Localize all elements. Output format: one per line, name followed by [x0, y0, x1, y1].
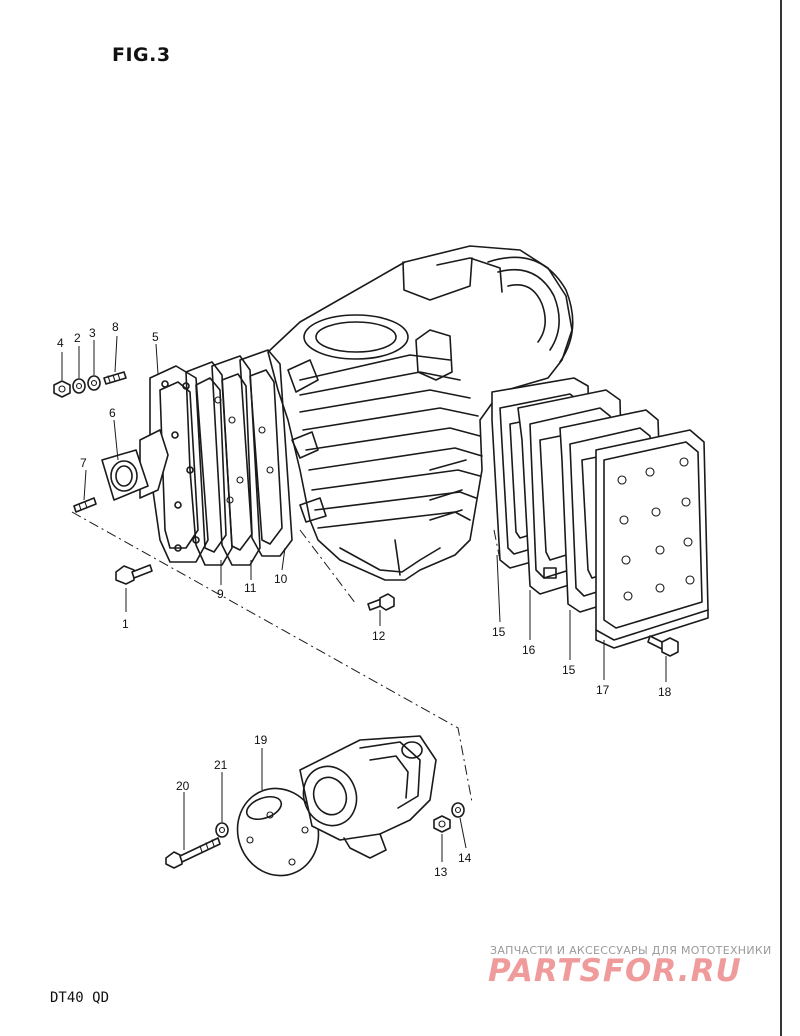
callout-11: 11 — [244, 581, 257, 595]
page-edge-line — [780, 0, 782, 1036]
cylinder-block — [267, 245, 574, 581]
housing-fasteners — [165, 802, 465, 869]
nuts-washers-studs — [53, 371, 153, 585]
bolt-18 — [647, 635, 679, 657]
callout-17: 17 — [596, 683, 610, 697]
left-gasket-stack — [185, 349, 293, 566]
callout-13: 13 — [434, 865, 448, 879]
callout-2: 2 — [74, 331, 81, 345]
thermostat-housing — [236, 735, 437, 877]
model-label: DT40 QD — [50, 990, 110, 1006]
callout-5: 5 — [152, 330, 159, 344]
callout-16: 16 — [522, 643, 536, 657]
callout-15a: 15 — [492, 625, 506, 639]
callout-12: 12 — [372, 629, 386, 643]
intake-gasket-stack — [491, 377, 709, 649]
callout-6: 6 — [109, 406, 116, 420]
callout-8: 8 — [112, 320, 119, 334]
callout-3: 3 — [89, 326, 96, 340]
callout-10: 10 — [274, 572, 288, 586]
bolt-12 — [367, 593, 395, 611]
callout-15b: 15 — [562, 663, 576, 677]
callout-21: 21 — [214, 758, 228, 772]
callout-4: 4 — [57, 336, 64, 350]
callout-7: 7 — [80, 456, 87, 470]
exhaust-cover-plate — [101, 365, 209, 563]
watermark-subtitle: ЗАПЧАСТИ И АКСЕССУАРЫ ДЛЯ МОТОТЕХНИКИ — [490, 944, 772, 957]
figure-title: FIG.3 — [112, 44, 171, 66]
callout-18: 18 — [658, 685, 672, 699]
callout-9: 9 — [217, 587, 224, 601]
callout-1: 1 — [122, 617, 129, 631]
callout-19: 19 — [254, 733, 268, 747]
callout-labels: 4 2 3 8 5 6 7 1 9 11 10 12 15 16 15 17 1… — [57, 320, 672, 879]
callout-20: 20 — [176, 779, 190, 793]
watermark-brand: PARTSFOR.RU — [488, 953, 742, 989]
callout-14: 14 — [458, 851, 472, 865]
leader-lines — [61, 335, 667, 862]
